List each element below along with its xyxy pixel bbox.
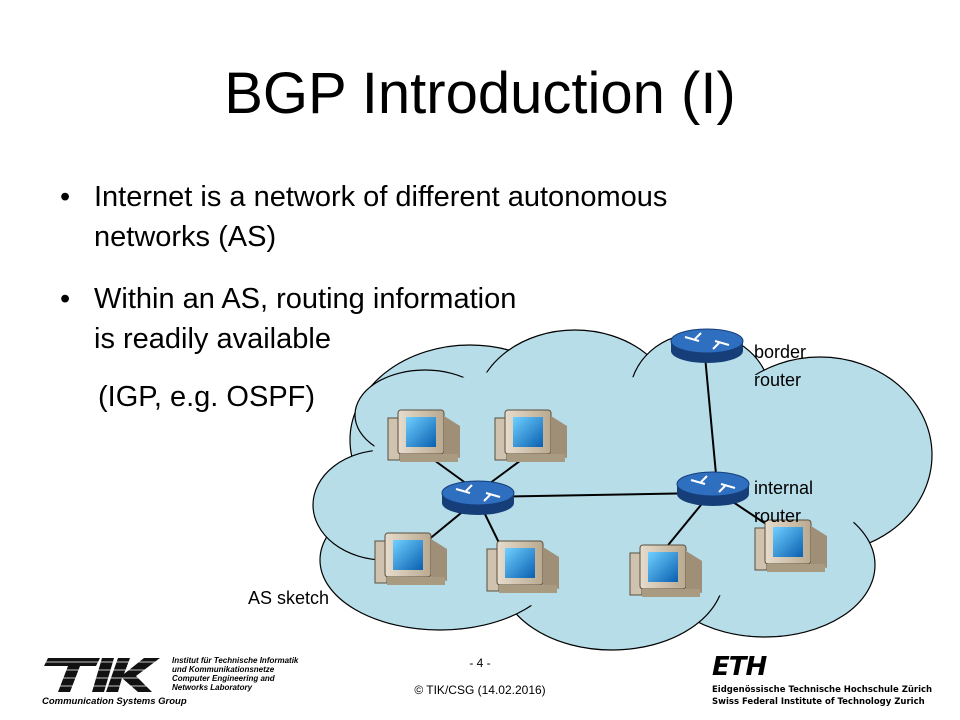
router-icon [670,328,744,363]
link-border-internal [704,355,718,486]
label-as-sketch: AS sketch [248,588,330,608]
bullet-2-line-1: Within an AS, routing information [94,283,517,315]
router-icon [676,471,750,506]
tik-line-4: Networks Laboratory [172,683,253,692]
eth-line-2: Swiss Federal Institute of Technology Zu… [712,697,925,707]
router-icon [441,480,515,515]
bullet-marker: • [60,181,71,213]
eth-logo: ETH Eidgenössische Technische Hochschule… [712,652,932,712]
bullet-2: • Within an AS, routing information is r… [60,280,660,360]
label-border-router-line-2: router [754,370,802,390]
host-computer-icon [629,544,702,597]
label-internal-router-line-2: router [754,506,802,526]
tik-logo: Institut für Technische Informatik und K… [40,654,300,710]
tik-line-2: und Kommunikationsnetze [172,665,275,674]
tik-line-3: Computer Engineering and [172,674,275,683]
tik-logo-mark [40,658,168,692]
host-computer-icon [494,409,567,462]
bullet-1: • Internet is a network of different aut… [60,178,860,258]
label-internal-router-line-1: internal [754,478,814,498]
eth-line-1: Eidgenössische Technische Hochschule Zür… [712,685,933,695]
host-computer-icon [486,540,559,593]
host-computer-icon [754,519,827,572]
bullet-2-subline: (IGP, e.g. OSPF) [98,381,316,413]
copyright: © TIK/CSG (14.02.2016) [414,683,546,697]
link-router-router [479,492,706,498]
tik-group-name: Communication Systems Group [42,696,187,707]
bullet-1-line-2: networks (AS) [94,221,277,253]
as-cloud [312,329,933,651]
label-border-router-line-1: border [754,342,807,362]
bullet-marker: • [60,283,71,315]
page-number: - 4 - [469,656,491,670]
eth-wordmark: ETH [712,652,767,682]
bullet-1-line-1: Internet is a network of different auton… [94,181,668,213]
bullet-2-line-2: is readily available [94,323,331,355]
slide-title: BGP Introduction (I) [224,61,736,126]
tik-line-1: Institut für Technische Informatik [172,656,299,665]
host-computer-icon [387,409,460,462]
host-computer-icon [374,532,447,585]
